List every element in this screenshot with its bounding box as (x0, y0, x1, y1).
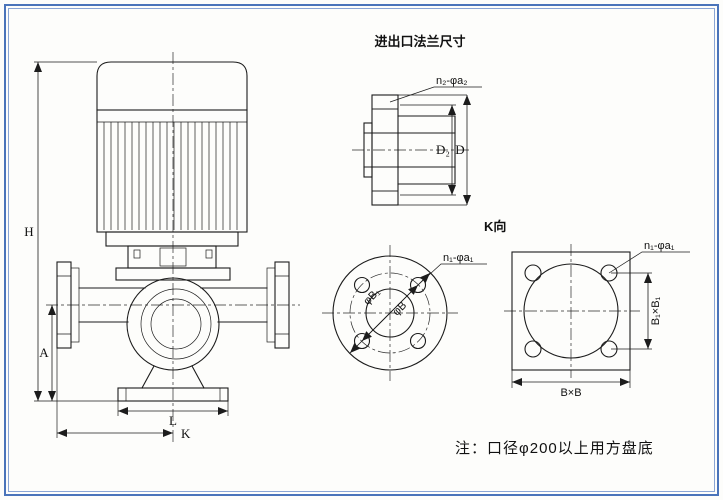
disc-hatch-bottom (371, 166, 399, 192)
drawing-note: 注：口径φ200以上用方盘底 (455, 439, 654, 457)
bolt-hole (409, 332, 427, 350)
volute-inner-1 (140, 288, 212, 360)
motor-fin-housing (96, 109, 248, 233)
discharge-pipe (200, 287, 268, 323)
hub-hatch-bottom (397, 166, 456, 185)
base-square (511, 251, 631, 371)
circle-bolt-note: n₁-φa₁ (443, 252, 474, 264)
pump-dimensions: H A L K (24, 61, 229, 441)
bolt-left (133, 249, 141, 259)
dim-B-label: B×B (560, 387, 581, 399)
pump-base (117, 365, 229, 402)
volute-outer (126, 277, 220, 371)
dim-A-label: A (39, 345, 49, 360)
bolt-hole (524, 340, 542, 358)
dim-phiB1-label: φB₁ (361, 286, 383, 308)
k-view-title: K向 (484, 219, 506, 234)
base-circle (523, 263, 619, 359)
suction-pipe (78, 287, 146, 323)
dim-B1-label: B₁×B₁ (650, 296, 662, 325)
lantern-coupling (127, 245, 217, 269)
motor (96, 61, 248, 247)
bolt-right (205, 249, 213, 259)
motor-top-cap (96, 61, 248, 111)
pump-casing (56, 261, 290, 371)
face-hatch-bottom (363, 166, 373, 178)
bolt-note-label: n₂-φa₂ (436, 75, 468, 87)
base-plate (117, 387, 229, 402)
dim-D2-label: D₂ (436, 142, 450, 157)
square-bolt-leader (608, 251, 690, 274)
casing-cover-plate (115, 267, 231, 281)
bolt-hole (524, 264, 542, 282)
square-base-view: n₁-φa₁ B₁×B₁ B×B (504, 240, 690, 399)
bolt-leader (389, 86, 482, 103)
left-flange-bolt-lines (57, 275, 71, 335)
volute-inner-2 (150, 298, 202, 350)
flange-outer-circle (332, 255, 448, 371)
hub-hatch-top (397, 115, 456, 134)
dim-L-label: L (169, 413, 177, 428)
left-flange-face (70, 267, 80, 343)
square-bolt-note: n₁-φa₁ (644, 240, 675, 252)
right-flange-bolt-lines (275, 275, 289, 335)
dim-H-label: H (24, 224, 33, 239)
square-centerlines (504, 244, 640, 378)
lantern-bracket (127, 245, 217, 269)
disc-hatch-top (371, 108, 399, 134)
dim-H-extensions (34, 61, 118, 402)
base-plate-ribs (125, 388, 221, 401)
flange-section-view: 进出口法兰尺寸 D₂ D n₂-φa₂ (352, 34, 482, 206)
base-bolt-holes (524, 264, 618, 358)
coupling (159, 247, 187, 267)
bolt-hole (353, 276, 371, 294)
face-hatch-top (363, 122, 373, 134)
motor-mounting-flange (105, 231, 239, 247)
bolt-circle (349, 272, 431, 354)
motor-cooling-fins (103, 122, 238, 230)
dim-K-label: K (181, 426, 191, 441)
flange-section-title: 进出口法兰尺寸 (374, 34, 465, 49)
flange-face-view: K向 φB₁ φB n₁-φa₁ (322, 219, 506, 381)
circle-bolt-leader (417, 263, 487, 286)
pump-front-view: H A L K (24, 52, 300, 444)
dim-phiB1-line (361, 284, 419, 342)
flange-dim-extensions (398, 94, 467, 206)
pedestal (141, 365, 205, 389)
dim-phiB-label: φB (391, 300, 410, 319)
dim-D-label: D (455, 142, 464, 157)
right-flange-face (266, 267, 276, 343)
